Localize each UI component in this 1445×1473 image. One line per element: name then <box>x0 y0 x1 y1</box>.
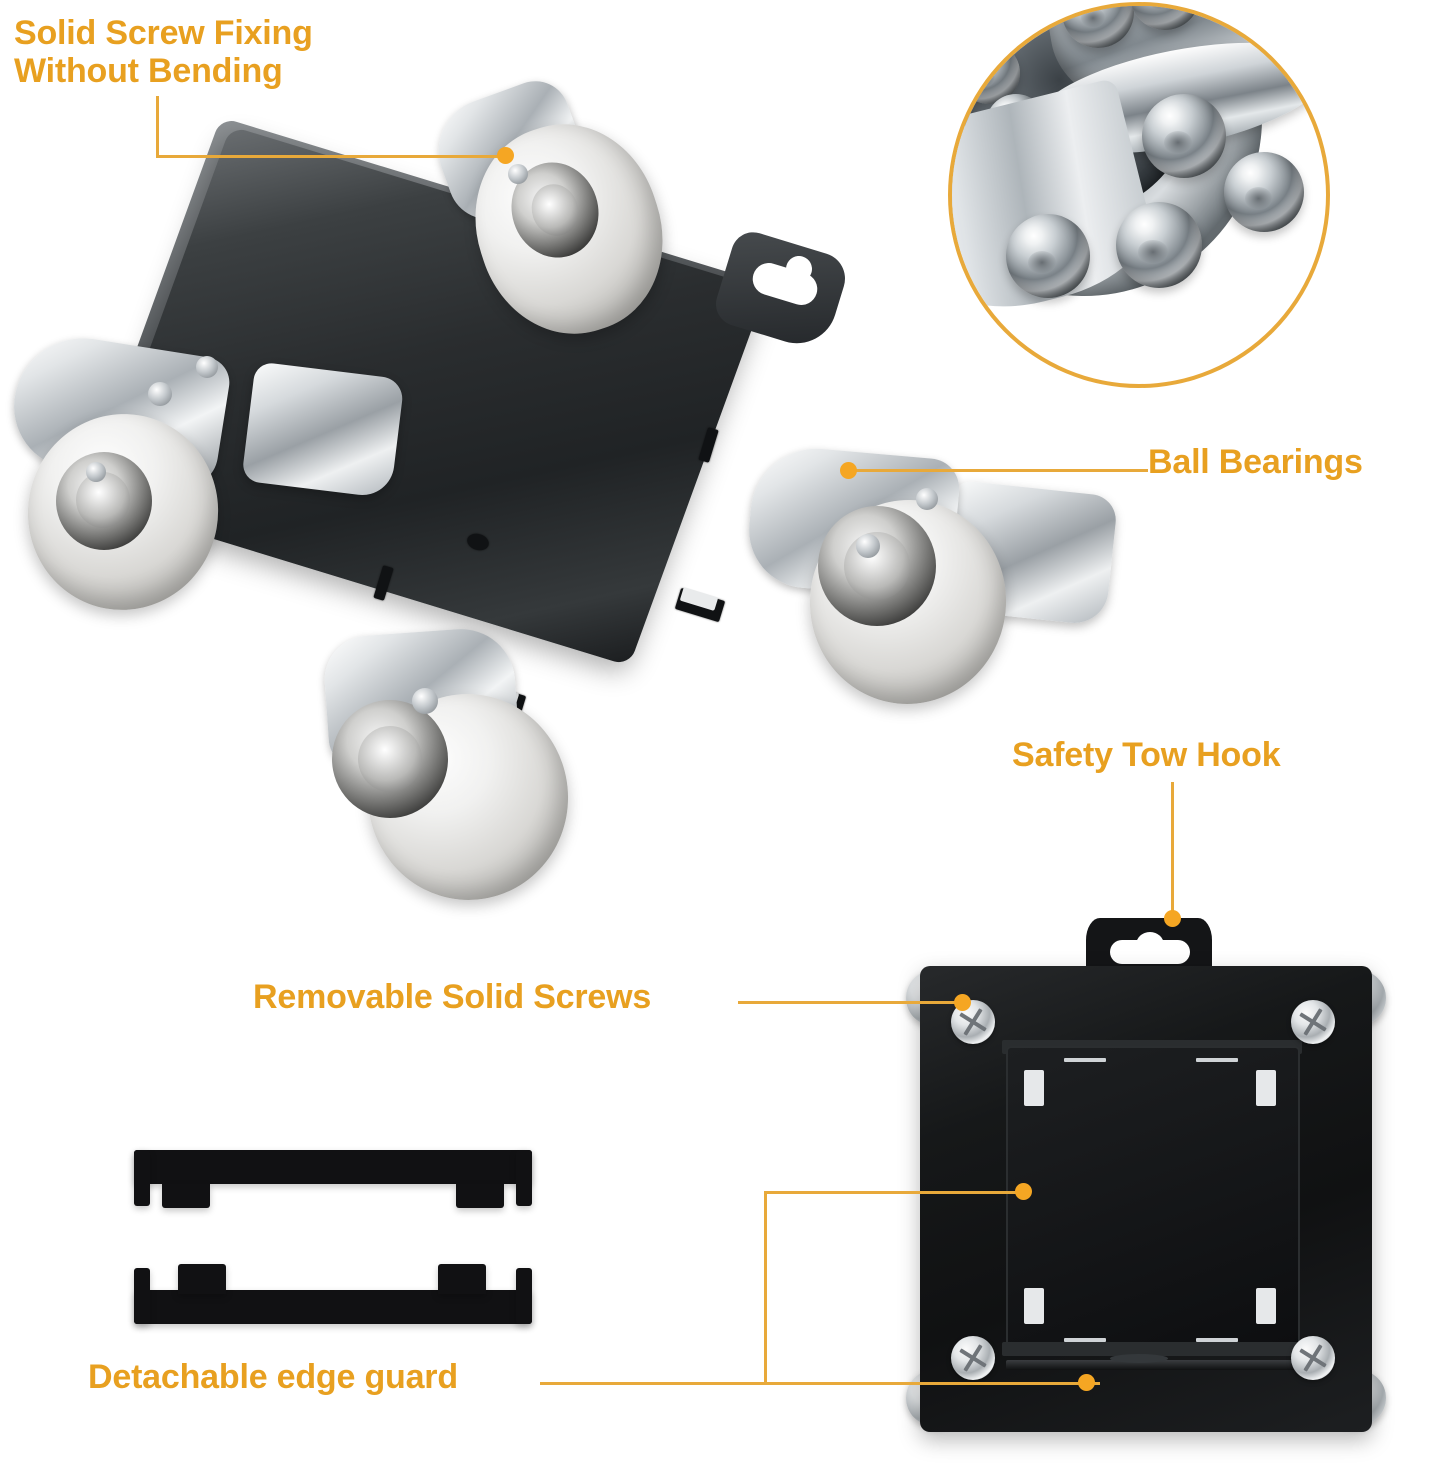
ball-bearing <box>1142 94 1226 178</box>
ball-bearings-inset-photo <box>948 2 1330 388</box>
ball-bearings-scene <box>952 6 1326 384</box>
caster-bolt <box>86 462 106 482</box>
edge-guard-end-tab <box>134 1150 150 1206</box>
leader-edge-guard-horizontal-lower <box>540 1382 1100 1385</box>
ball-bearing <box>1006 214 1090 298</box>
dolly-inner-recess <box>1006 1046 1300 1350</box>
callout-removable-solid-screws: Removable Solid Screws <box>253 978 652 1016</box>
caster-hub-center <box>358 726 422 792</box>
callout-solid-screw-fixing: Solid Screw Fixing Without Bending <box>14 14 313 91</box>
plate-slot-mark <box>1064 1338 1106 1342</box>
leader-solid-screw-horizontal <box>156 155 508 158</box>
caster-bolt <box>916 488 938 510</box>
ball-bearing <box>958 42 1020 104</box>
leader-dot-removable-screws <box>954 994 971 1011</box>
plate-slot-mark <box>1064 1058 1106 1062</box>
ball-bearing <box>1224 152 1304 232</box>
callout-ball-bearings: Ball Bearings <box>1148 443 1363 481</box>
detachable-edge-guard-parts <box>128 1140 548 1330</box>
guard-clip <box>1024 1070 1044 1106</box>
removable-solid-screw <box>1291 1336 1335 1380</box>
tow-hook-hole <box>1136 932 1164 958</box>
caster-bolt <box>148 382 172 406</box>
edge-guard-end-tab <box>516 1150 532 1206</box>
leader-dot-edge-guard-lower <box>1078 1374 1095 1391</box>
leader-ball-bearings-horizontal <box>848 469 1148 472</box>
edge-guard-rail-top <box>134 1150 532 1184</box>
edge-guard-foot <box>438 1264 486 1294</box>
caster-bolt <box>856 534 880 558</box>
leader-removable-screws-horizontal <box>738 1001 966 1004</box>
edge-guard-end-tab <box>134 1268 150 1324</box>
leader-solid-screw-vertical <box>156 96 159 158</box>
plate-slot-mark <box>1196 1338 1238 1342</box>
plate-oval-mark <box>1110 1354 1168 1363</box>
main-dolly-image <box>0 71 1119 910</box>
underside-dolly-image <box>896 918 1396 1470</box>
callout-detachable-edge-guard: Detachable edge guard <box>88 1358 458 1396</box>
leader-dot-ball-bearings <box>840 462 857 479</box>
guard-clip <box>1256 1070 1276 1106</box>
removable-solid-screw <box>951 1336 995 1380</box>
edge-guard-foot <box>162 1184 210 1208</box>
edge-guard-foot <box>456 1184 504 1208</box>
ball-bearing <box>1116 202 1202 288</box>
caster-mount-plate <box>241 361 405 499</box>
caster-bolt <box>412 688 438 714</box>
edge-guard-rail-bottom <box>134 1290 532 1324</box>
plate-slot-mark <box>1196 1058 1238 1062</box>
removable-solid-screw <box>1291 1000 1335 1044</box>
edge-guard-foot <box>178 1264 226 1294</box>
leader-dot-solid-screw <box>497 147 514 164</box>
edge-guard-strip-bottom <box>1006 1360 1296 1370</box>
leader-tow-hook-vertical <box>1171 782 1174 922</box>
edge-guard-rail-installed-bottom <box>1002 1342 1302 1356</box>
edge-guard-end-tab <box>516 1268 532 1324</box>
leader-edge-guard-vertical <box>764 1191 767 1385</box>
leader-dot-edge-guard-upper <box>1015 1183 1032 1200</box>
leader-edge-guard-horizontal-upper <box>764 1191 1026 1194</box>
guard-clip <box>1256 1288 1276 1324</box>
caster-bolt <box>508 164 528 184</box>
caster-bolt <box>196 356 218 378</box>
leader-dot-tow-hook <box>1164 910 1181 927</box>
guard-clip <box>1024 1288 1044 1324</box>
callout-safety-tow-hook: Safety Tow Hook <box>1012 736 1281 774</box>
caster-hub-center <box>76 472 130 528</box>
